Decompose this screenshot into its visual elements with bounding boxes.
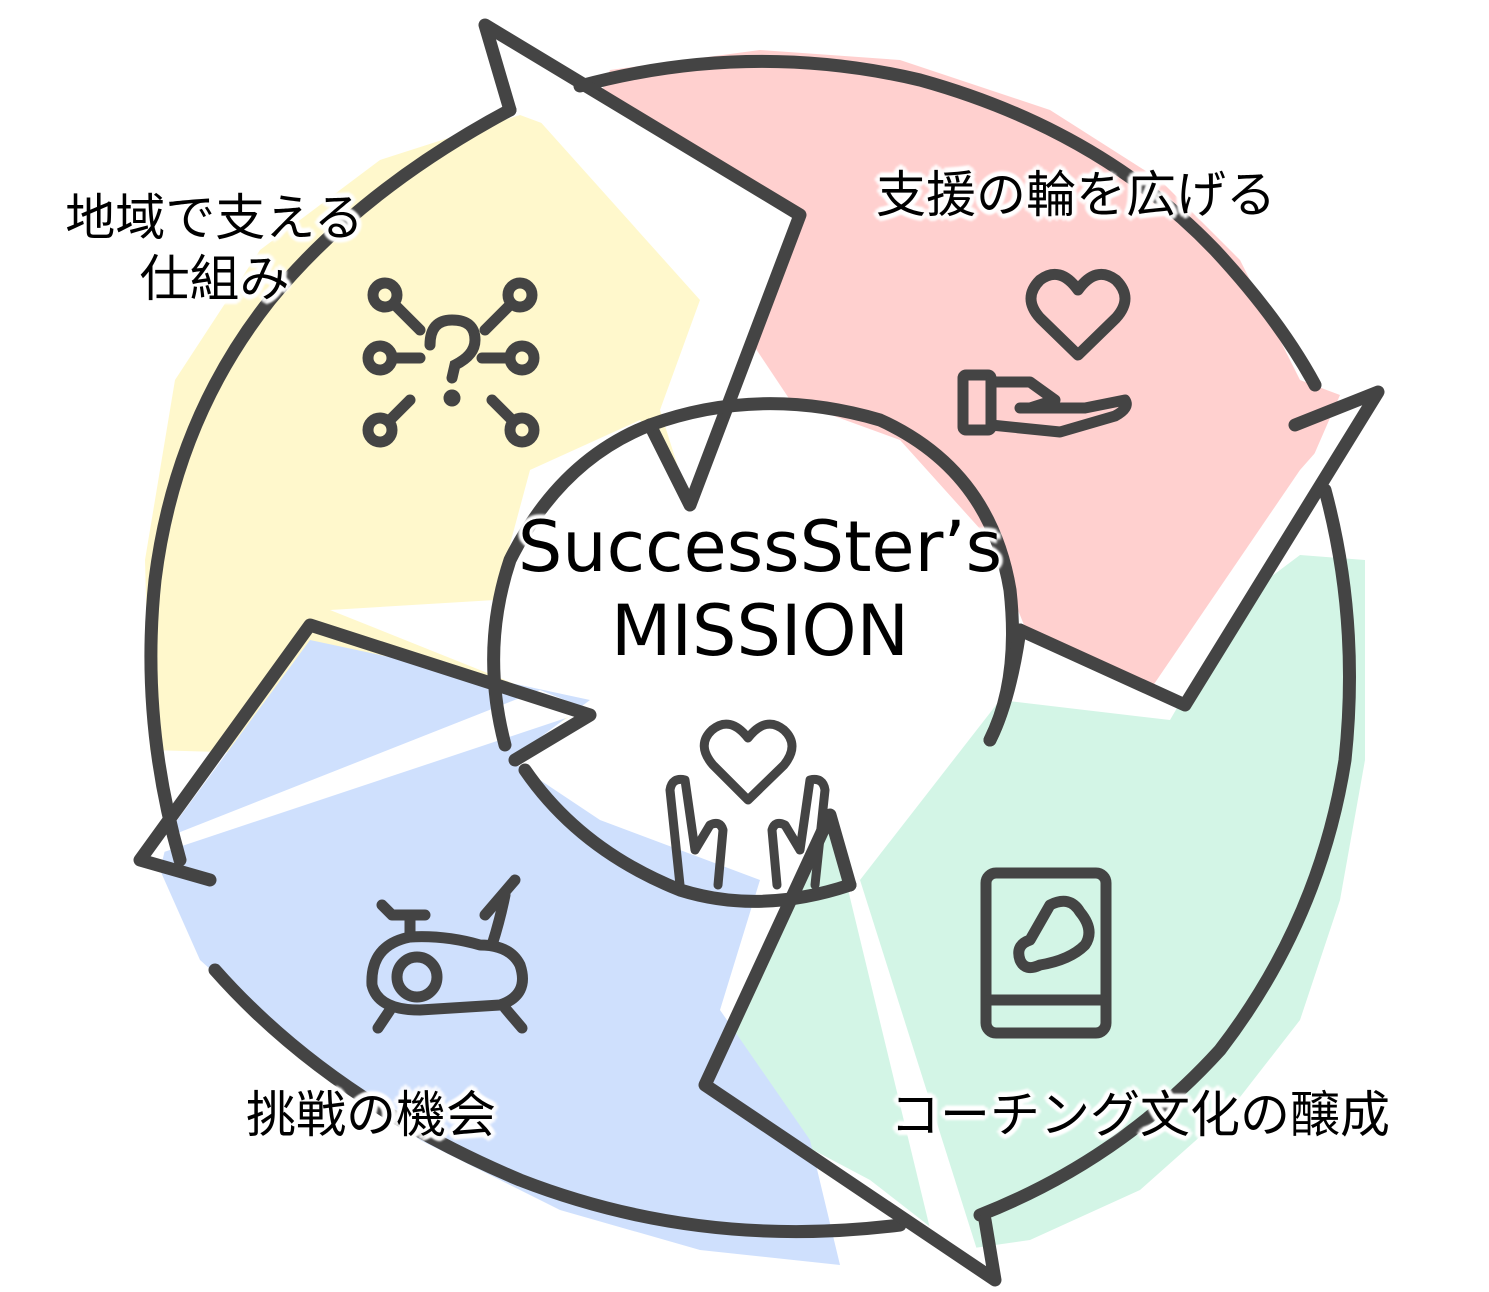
outer-ring-left [144,103,517,867]
hand-heart-icon [957,268,1132,438]
segment-fill-region [145,115,790,760]
outer-ring-top [573,54,1322,392]
inner-ring-3 [518,763,857,908]
segment-label-support: 支援の輪を広げる [876,165,1276,226]
arrow-head-top [478,18,807,512]
arrow-head-right [1013,385,1385,712]
center-title-line2: MISSION [610,590,909,672]
network-question-icon [362,277,540,448]
arrow-head-bottom [698,808,1002,1287]
segment-label-challenge-text: 挑戦の機会 [246,1086,496,1144]
center-title-line1: SuccessSter’s [517,506,1003,588]
segment-label-challenge: 挑戦の機会 [246,1085,496,1146]
hands-heart-icon [665,719,830,890]
center-title: SuccessSter’s MISSION [480,505,1040,673]
inner-ring-2 [983,623,1027,747]
arrow-outlines [133,18,1385,1287]
outer-ring-bottom [208,963,907,1239]
inner-ring-4 [487,418,657,752]
book-badminton-icon [980,867,1112,1039]
segment-label-coaching-text: コーチング文化の醸成 [890,1086,1390,1144]
exercise-bike-icon [366,874,528,1034]
arrow-head-left [133,618,597,887]
segment-label-support-text: 支援の輪を広げる [876,166,1276,224]
segment-label-region-line1: 地域で支える [65,189,364,247]
segment-label-region: 地域で支える 仕組み [42,188,387,310]
segment-label-coaching: コーチング文化の醸成 [890,1085,1390,1146]
segment-label-region-line2: 仕組み [139,250,290,308]
outer-ring-right [973,483,1356,1222]
arrow-gaps [140,60,1375,1275]
